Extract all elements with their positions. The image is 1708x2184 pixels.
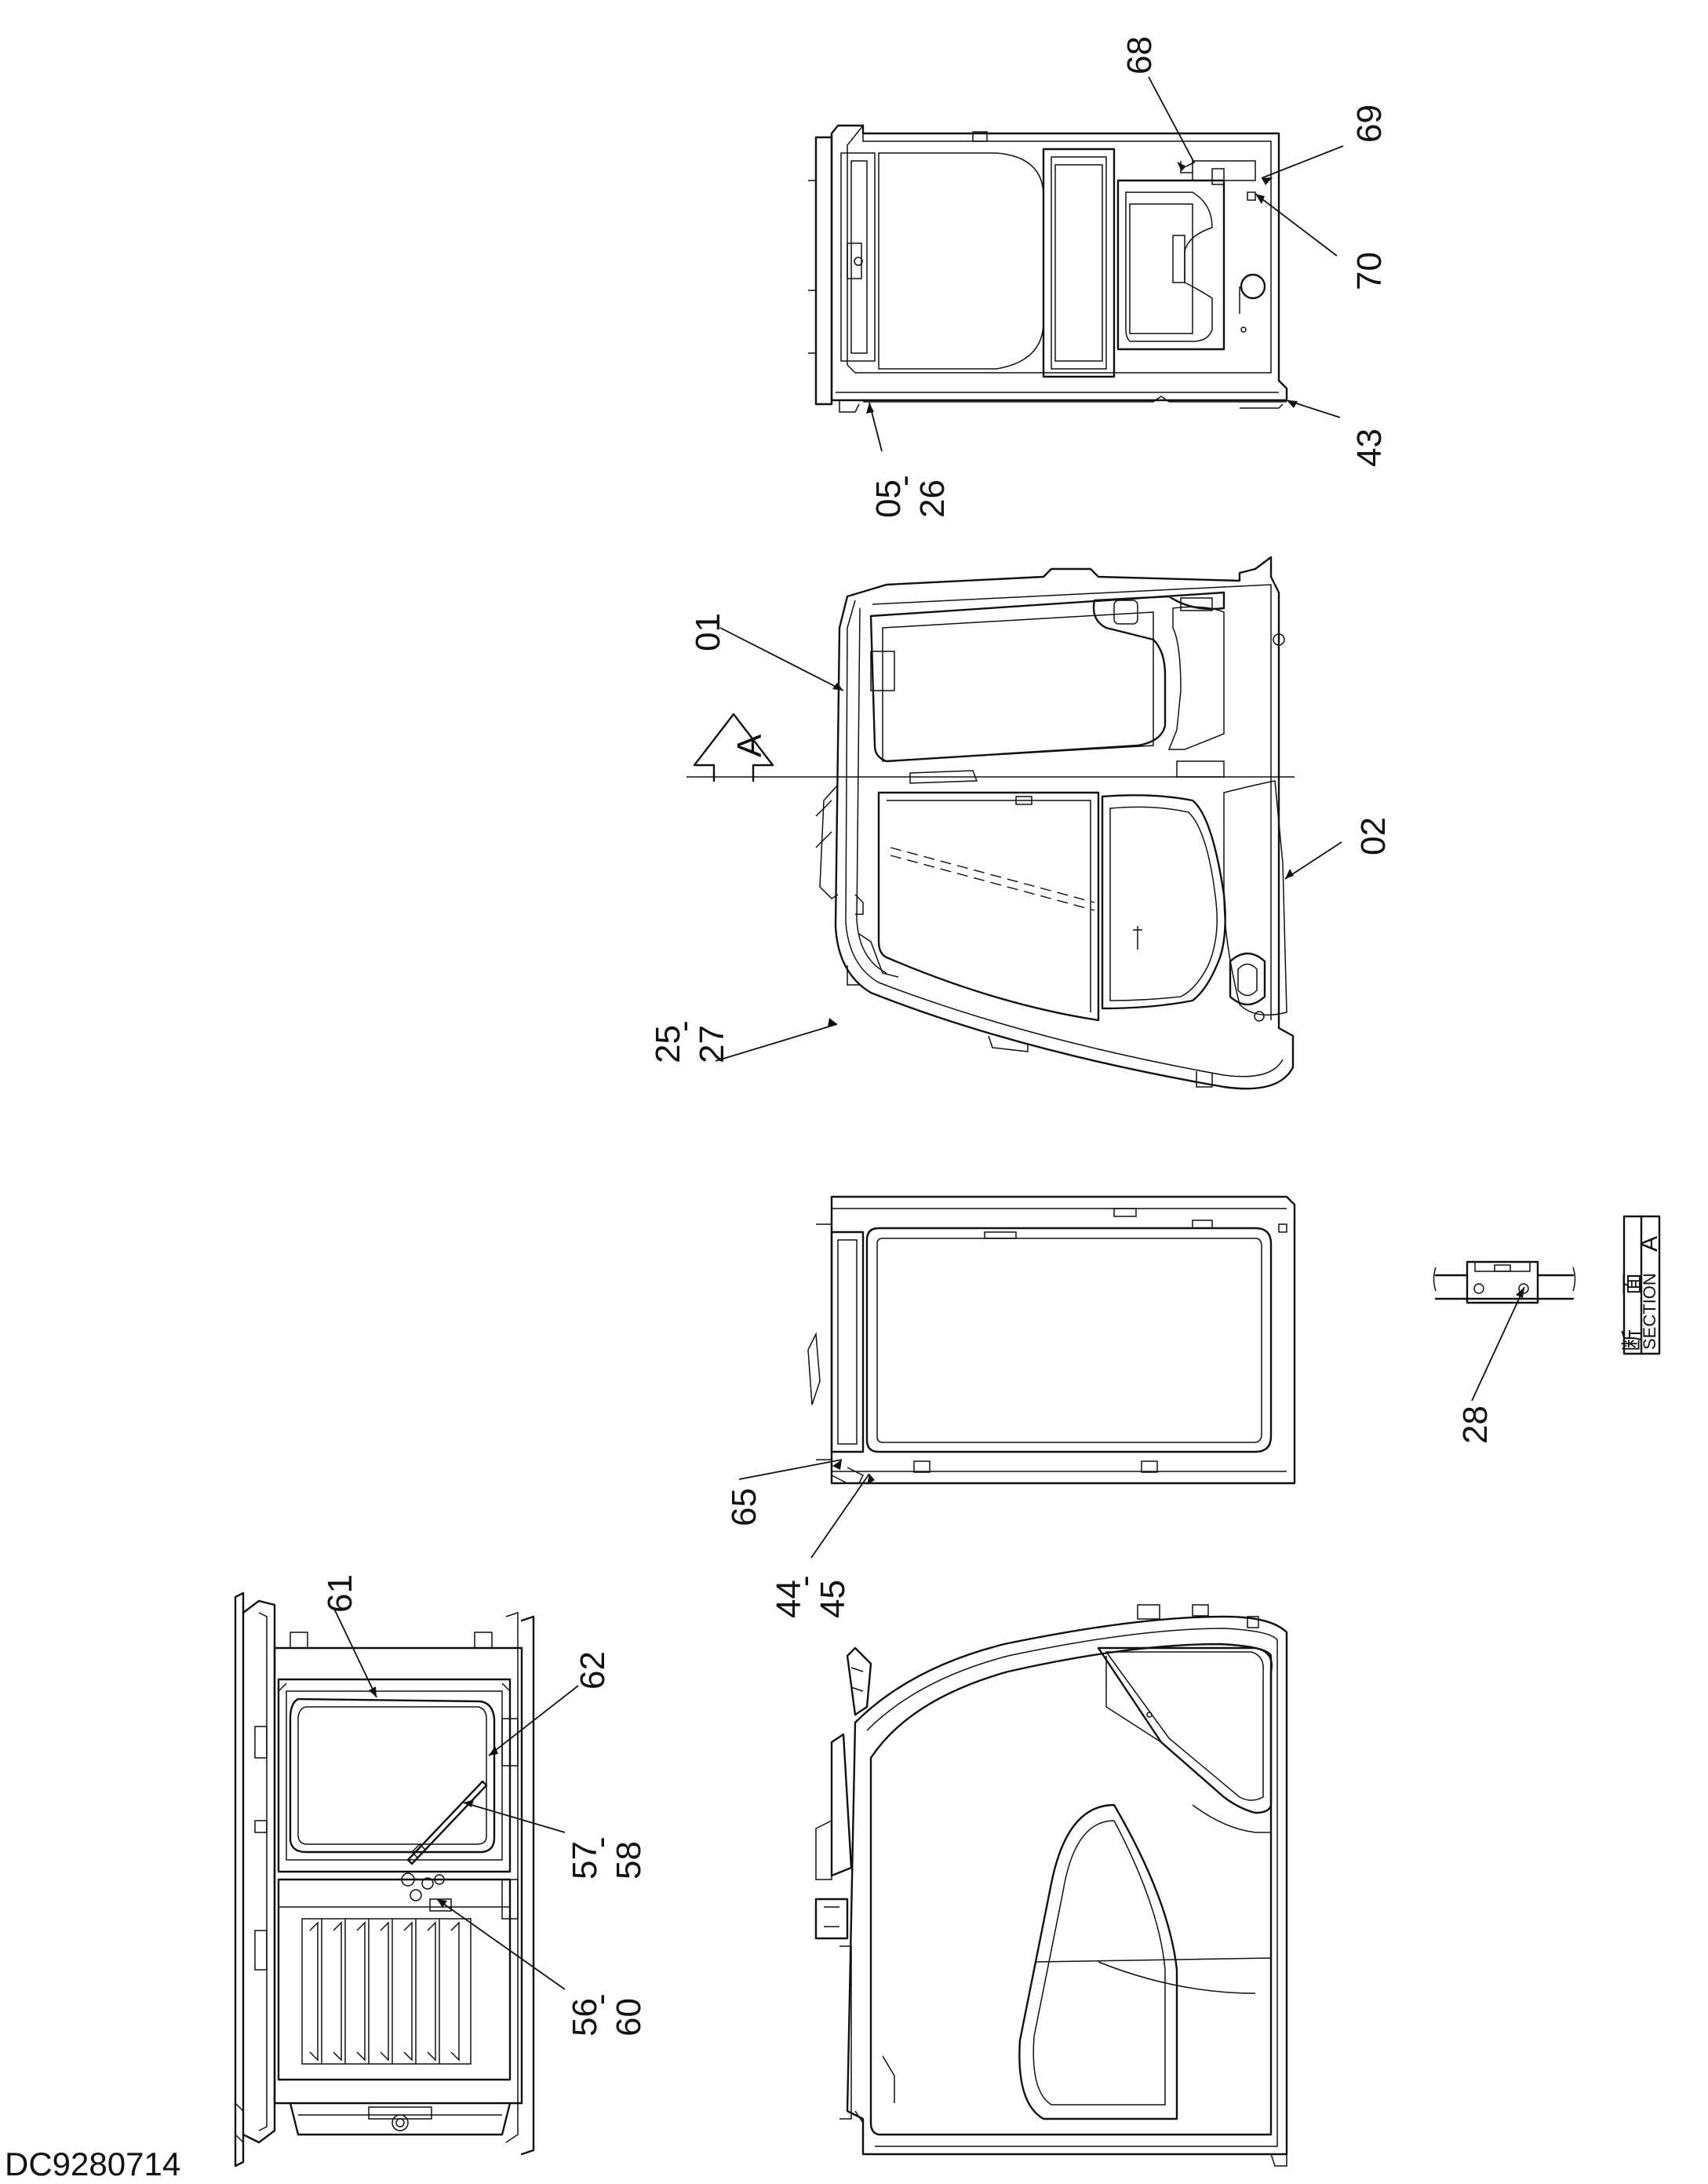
section-marker-letter: A (730, 734, 769, 757)
callout-44: 44 (770, 1580, 808, 1618)
callout-25-sep: - (665, 1020, 703, 1032)
view-roof-frame (808, 123, 1288, 413)
callout-56-sep: - (581, 1993, 620, 2005)
callout-43: 43 (1350, 428, 1389, 467)
callout-26: 26 (913, 479, 952, 518)
section-letter: A (1637, 1236, 1662, 1252)
callout-57: 57 (566, 1841, 604, 1880)
view-front-panel (807, 1195, 1296, 1485)
callout-45: 45 (814, 1580, 852, 1618)
section-jp-2: 面 (1620, 1273, 1644, 1295)
drawing-code: DC9280714 (5, 2146, 180, 2182)
callout-58: 58 (610, 1841, 648, 1880)
callout-44-sep: - (785, 1575, 824, 1587)
callout-61: 61 (321, 1574, 359, 1613)
leader-arrowheads (369, 162, 1524, 1908)
section-a-detail (1433, 1260, 1576, 1304)
callout-labels: 68 69 70 43 05 - 26 01 02 25 - 27 65 44 … (321, 36, 1495, 2036)
section-label: SECTION (1640, 1273, 1659, 1350)
callout-01: 01 (689, 613, 727, 651)
view-door-side (686, 556, 1295, 1090)
callout-62: 62 (574, 1651, 612, 1690)
section-jp-1: 断 (1620, 1329, 1644, 1351)
callout-05-sep: - (885, 475, 923, 487)
callout-68: 68 (1120, 36, 1159, 75)
callout-56: 56 (566, 1998, 604, 2036)
callout-02: 02 (1354, 817, 1393, 855)
callout-70: 70 (1350, 252, 1389, 290)
callout-27: 27 (693, 1025, 731, 1063)
section-a-title-box: 断 面 SECTION A (1620, 1215, 1662, 1355)
callout-60: 60 (610, 1998, 648, 2036)
callout-05: 05 (869, 479, 908, 518)
callout-57-sep: - (581, 1836, 620, 1848)
view-cab-shell (814, 1604, 1288, 2167)
leader-lines (333, 76, 1525, 1990)
view-base-frame (234, 1592, 535, 2168)
callout-28: 28 (1456, 1406, 1495, 1444)
callout-25: 25 (649, 1025, 687, 1063)
callout-69: 69 (1350, 104, 1389, 143)
callout-65: 65 (725, 1488, 763, 1526)
